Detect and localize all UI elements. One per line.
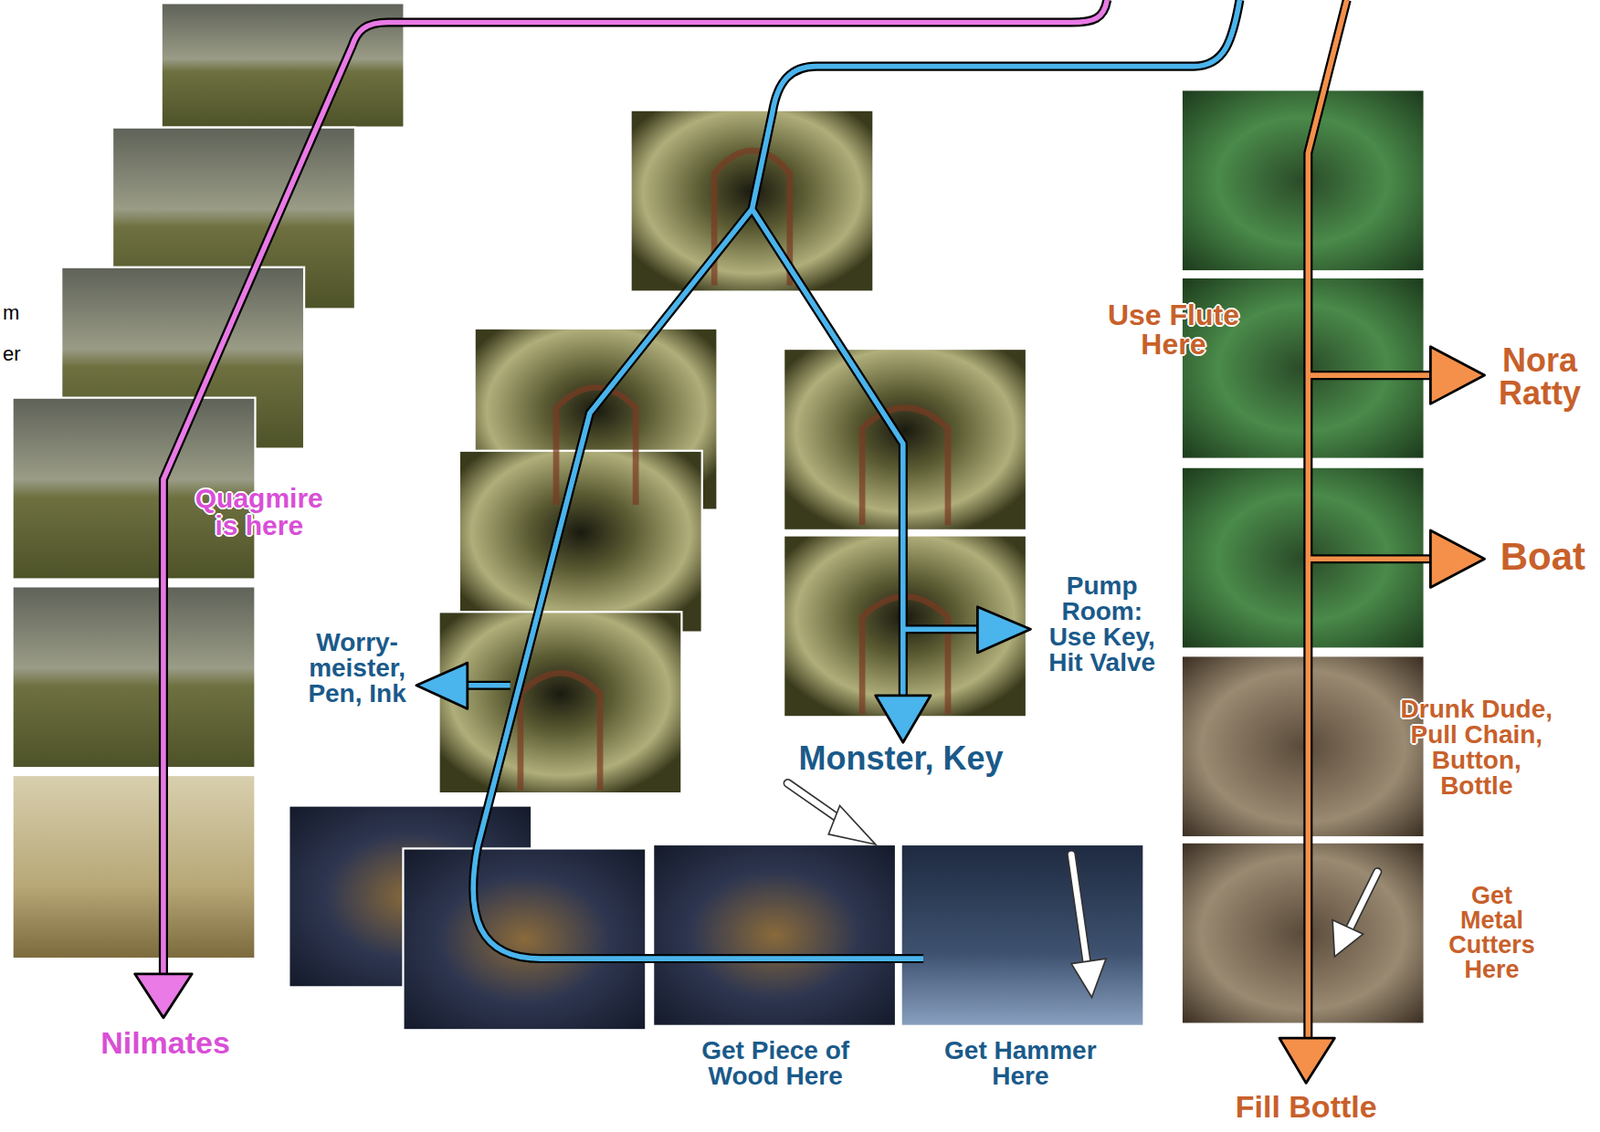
location-note: Nora Ratty	[1484, 344, 1595, 411]
pointer-arrows	[788, 783, 1379, 999]
location-note: Quagmire is here	[181, 484, 337, 540]
edge-fragment: m	[2, 303, 20, 324]
route-outlines	[163, 0, 1434, 1046]
location-note: Boat	[1500, 537, 1586, 577]
location-note: Pump Room: Use Key, Hit Valve	[1041, 573, 1164, 676]
screenshots	[12, 2, 1425, 1031]
location-note: Fill Bottle	[1235, 1091, 1378, 1123]
location-note: Drunk Dude, Pull Chain, Button, Bottle	[1394, 696, 1559, 800]
tunnel-arches	[520, 150, 948, 791]
location-note: Get Hammer Here	[936, 1038, 1106, 1090]
edge-fragment: er	[2, 344, 22, 365]
route-lines	[163, 0, 1434, 1046]
location-note: Nilmates	[100, 1027, 231, 1059]
location-note: Monster, Key	[799, 742, 1004, 776]
route-arrowheads	[135, 347, 1485, 1085]
location-note: Get Metal Cutters Here	[1439, 884, 1545, 983]
location-note: Get Piece of Wood Here	[688, 1038, 863, 1090]
location-note: Worry-meister, Pen, Ink	[297, 630, 417, 707]
location-note: Use Flute Here	[1095, 300, 1252, 359]
